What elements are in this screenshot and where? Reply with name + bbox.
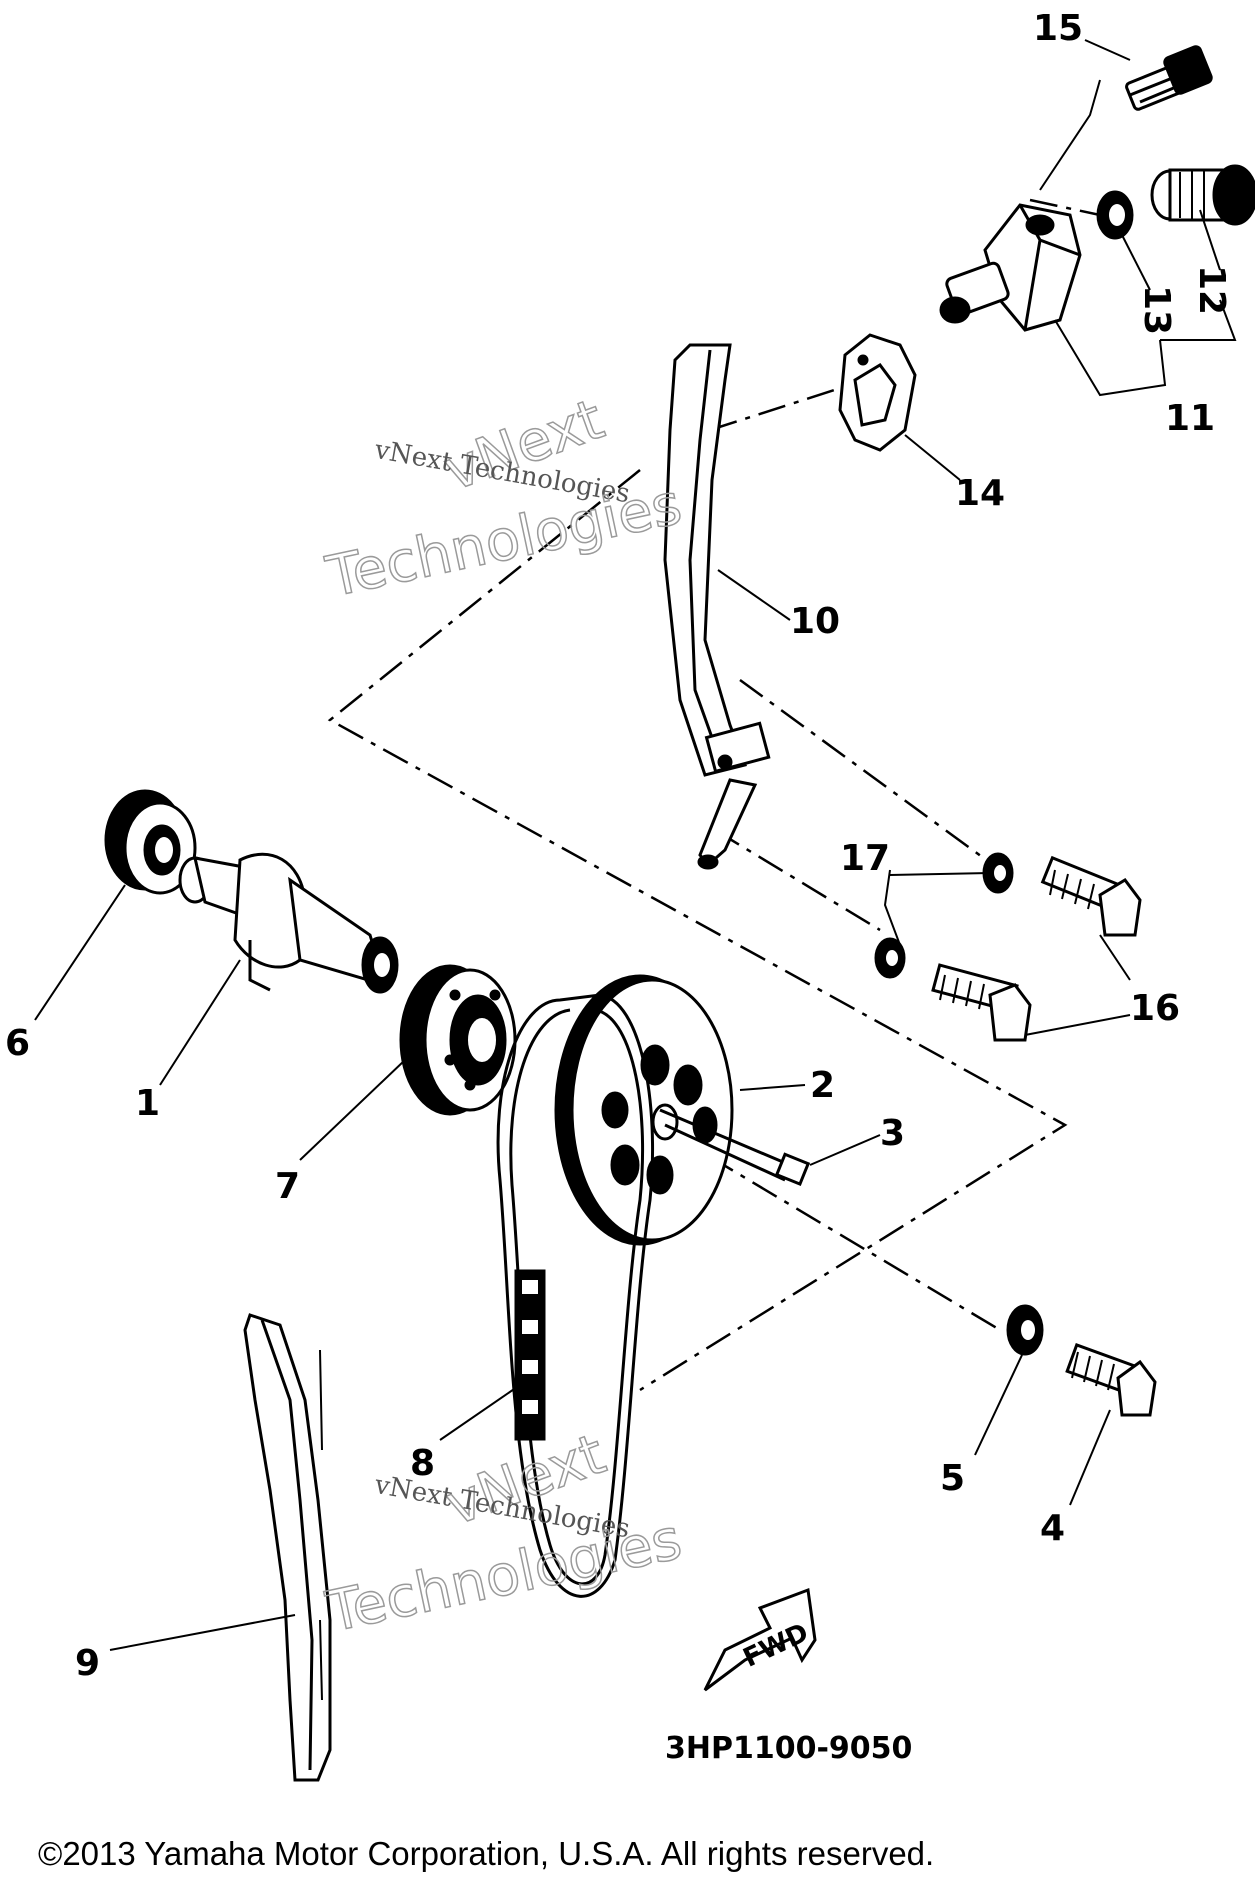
part-9-chain-guide bbox=[243, 1313, 332, 1782]
part-3-pin bbox=[659, 1108, 811, 1187]
watermark-bottom-line3: Technologies bbox=[321, 1507, 687, 1646]
part-17-washers bbox=[874, 852, 1014, 979]
copyright-notice: ©2013 Yamaha Motor Corporation, U.S.A. A… bbox=[38, 1835, 934, 1872]
part-7-bearing bbox=[399, 964, 517, 1116]
part-4-bolt bbox=[1065, 1342, 1157, 1417]
part-12-plug bbox=[1150, 164, 1255, 226]
callout-3: 3 bbox=[880, 1113, 905, 1154]
part-15-bolt bbox=[1125, 45, 1213, 111]
callout-11: 11 bbox=[1165, 398, 1215, 439]
callout-7: 7 bbox=[275, 1166, 300, 1207]
callout-1: 1 bbox=[135, 1083, 160, 1124]
part-1-camshaft bbox=[178, 852, 399, 994]
callouts: 15 12 13 11 14 10 17 16 6 1 7 2 3 5 4 8 … bbox=[5, 8, 1232, 1684]
part-13-washer bbox=[1096, 190, 1134, 240]
callout-6: 6 bbox=[5, 1023, 30, 1064]
watermark-bottom: vNext vNext Technologies Technologies bbox=[320, 1421, 688, 1646]
part-14-gasket bbox=[838, 333, 917, 452]
part-code: 3HP1100-9050 bbox=[665, 1731, 912, 1766]
watermark-top-line3: Technologies bbox=[321, 472, 687, 611]
callout-9: 9 bbox=[75, 1643, 100, 1684]
part-5-washer bbox=[1006, 1304, 1044, 1356]
callout-13: 13 bbox=[1136, 285, 1177, 335]
callout-12: 12 bbox=[1191, 265, 1232, 315]
part-10-chain-guide bbox=[663, 343, 771, 870]
callout-15: 15 bbox=[1033, 8, 1083, 49]
callout-5: 5 bbox=[940, 1458, 965, 1499]
callout-16: 16 bbox=[1130, 988, 1180, 1029]
callout-4: 4 bbox=[1040, 1508, 1065, 1549]
callout-8: 8 bbox=[410, 1443, 435, 1484]
part-11-tensioner bbox=[939, 203, 1082, 332]
callout-10: 10 bbox=[790, 601, 840, 642]
part-6-bearing bbox=[104, 789, 197, 895]
callout-17: 17 bbox=[840, 838, 890, 879]
callout-2: 2 bbox=[810, 1065, 835, 1106]
fwd-arrow: FWD bbox=[703, 1587, 817, 1692]
leader-lines bbox=[34, 39, 1237, 1651]
part-16-bolts bbox=[931, 855, 1142, 1042]
watermark-top: vNext vNext Technologies Technologies bbox=[320, 386, 688, 611]
callout-14: 14 bbox=[955, 473, 1005, 514]
part-2-sprocket bbox=[554, 974, 734, 1246]
part-8-chain bbox=[496, 993, 655, 1598]
